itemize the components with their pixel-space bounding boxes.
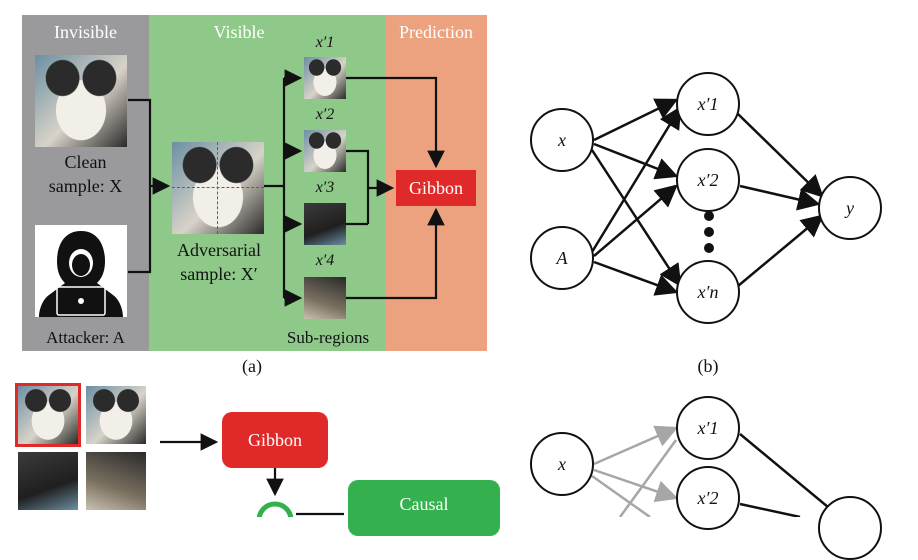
attacker-image	[35, 225, 127, 317]
clean-label-line1: Clean	[64, 152, 107, 172]
adversarial-hline	[172, 187, 264, 188]
node-a-label: A	[556, 247, 568, 268]
adversarial-label-line2: sample: X′	[180, 264, 258, 284]
subregion-label-2: x′2	[315, 106, 335, 123]
node-d-x-label: x	[558, 453, 566, 474]
node-d-x: x	[530, 432, 594, 496]
invisible-heading: Invisible	[54, 22, 117, 42]
node-d-x1: x′1	[676, 396, 740, 460]
subregion-image-3	[304, 203, 346, 245]
clean-sample-image	[35, 55, 127, 147]
panel-a-arrows	[128, 69, 445, 307]
node-x1: x′1	[676, 72, 740, 136]
subregion-image-1	[304, 57, 346, 99]
node-x1-label: x′1	[697, 93, 719, 114]
adversarial-label-line1: Adversarial	[177, 240, 261, 260]
caption-a: (a)	[242, 356, 262, 376]
node-d-y-partial	[818, 496, 882, 560]
adversarial-vline	[217, 142, 218, 234]
subregion-label-4: x′4	[315, 252, 335, 269]
attacker-label: Attacker: A	[46, 328, 125, 347]
subregion-label-3: x′3	[315, 179, 335, 196]
gibbon-prediction-label: Gibbon	[409, 177, 463, 198]
patch-image-2	[86, 386, 146, 444]
subregion-image-4	[304, 277, 346, 319]
clean-label-line2: sample: X	[48, 176, 123, 196]
gibbon-box-c: Gibbon	[222, 412, 328, 468]
panel-c-arrows	[160, 433, 344, 517]
node-y-label: y	[846, 197, 854, 218]
gibbon-prediction-box: Gibbon	[396, 170, 476, 206]
patch-image-1	[18, 386, 78, 444]
subregions-caption: Sub-regions	[286, 328, 370, 347]
subregion-image-2	[304, 130, 346, 172]
node-x2-label: x′2	[697, 169, 719, 190]
node-xn: x′n	[676, 260, 740, 324]
node-x-label: x	[558, 129, 566, 150]
node-a: A	[530, 226, 594, 290]
visible-heading: Visible	[213, 22, 265, 42]
node-x2: x′2	[676, 148, 740, 212]
node-d-x2: x′2	[676, 466, 740, 530]
subregion-label-1: x′1	[315, 34, 335, 51]
gibbon-box-c-label: Gibbon	[248, 429, 302, 450]
panel-b-edges	[590, 98, 824, 296]
node-xn-label: x′n	[697, 281, 719, 302]
node-x: x	[530, 108, 594, 172]
patch-image-3	[18, 452, 78, 510]
node-d-x2-label: x′2	[697, 487, 719, 508]
adversarial-sample-image	[172, 142, 264, 234]
node-y: y	[818, 176, 882, 240]
node-d-x1-label: x′1	[697, 417, 719, 438]
caption-b: (b)	[697, 356, 719, 376]
patch-image-4	[86, 452, 146, 510]
prediction-heading: Prediction	[399, 22, 473, 42]
causal-box-label: Causal	[399, 494, 449, 514]
panel-d-edges	[591, 425, 841, 517]
